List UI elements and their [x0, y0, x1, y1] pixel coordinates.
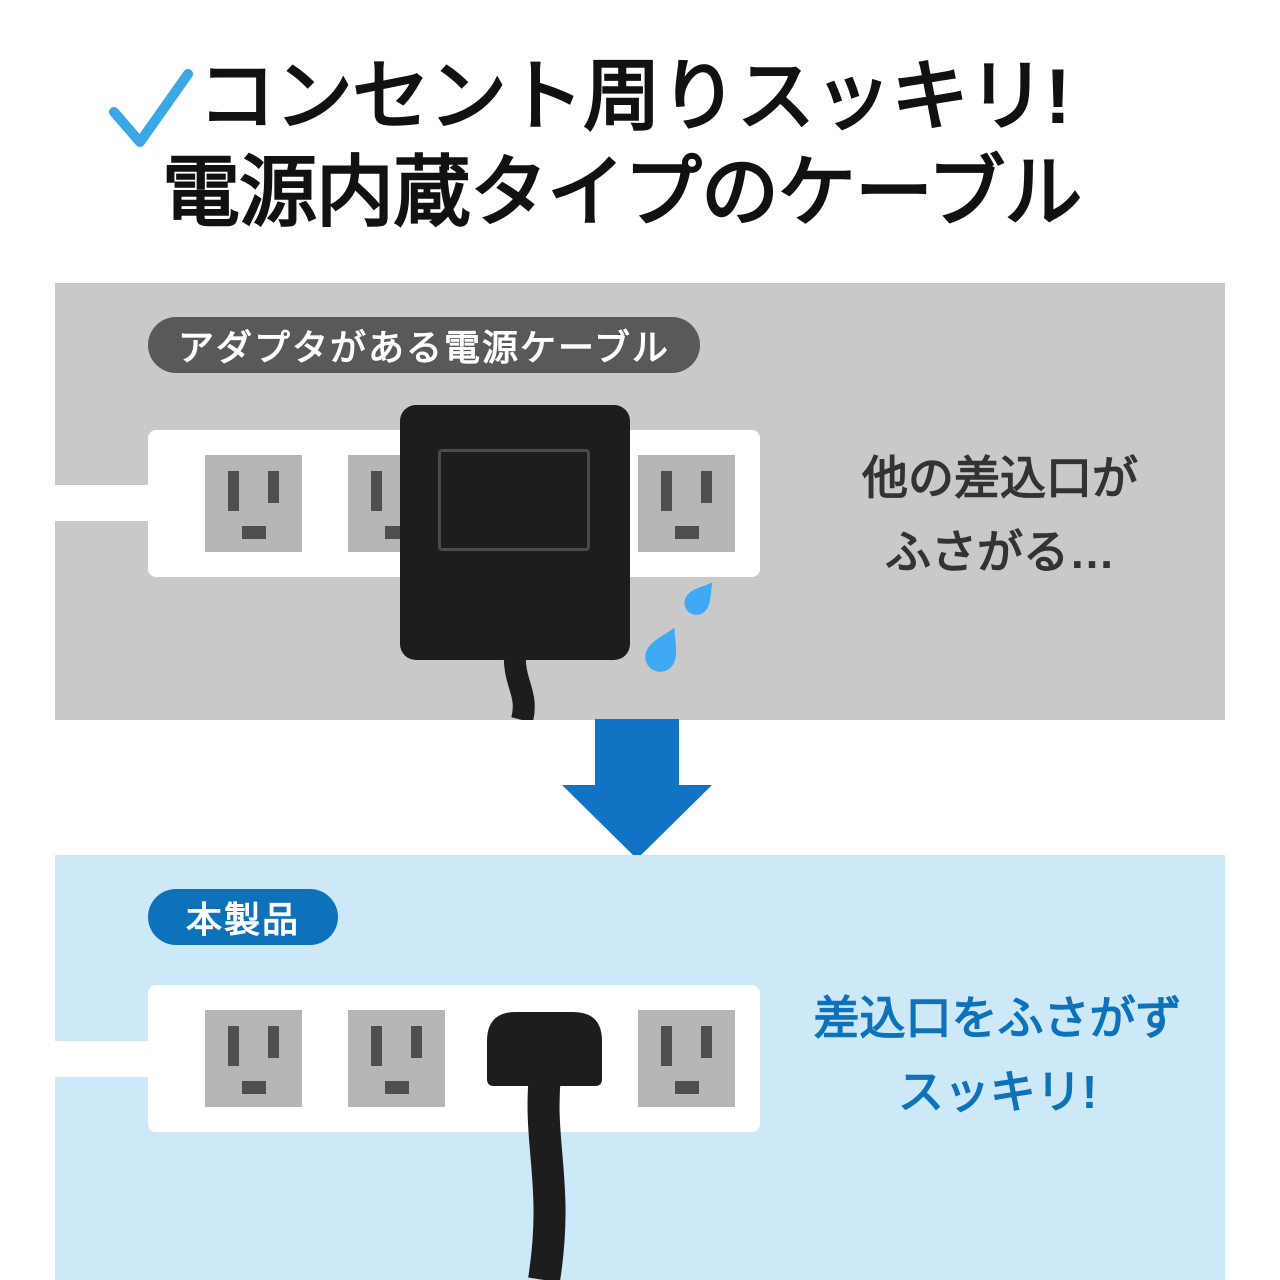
headline-line2: 電源内蔵タイプのケーブル: [162, 148, 1082, 236]
outlet: [638, 455, 735, 552]
ac-adapter: [400, 405, 630, 660]
plug-cable: [527, 1073, 566, 1280]
outlet-slot-right: [268, 1026, 279, 1058]
after-panel: 本製品 差込口をふさがず スッキリ: [55, 855, 1225, 1280]
outlet: [205, 1010, 302, 1107]
adapter-cable-and-drops: [503, 582, 713, 720]
power-plug: [487, 1012, 602, 1086]
outlet-ground-slot: [674, 526, 699, 539]
after-caption: 差込口をふさがず スッキリ!: [770, 981, 1225, 1129]
outlet-slot-right: [701, 1026, 712, 1058]
sweat-drop: [645, 627, 677, 672]
outlet-slot-right: [701, 471, 712, 503]
outlet-ground-slot: [241, 1081, 266, 1094]
power-strip-cord-stub: [55, 485, 149, 521]
outlet-ground-slot: [674, 1081, 699, 1094]
outlet-slot-left: [228, 471, 239, 511]
outlet-slot-left: [661, 471, 672, 511]
after-caption-line2: スッキリ!: [897, 1066, 1098, 1118]
outlet-slot-right: [411, 1026, 422, 1058]
plug-and-cable: [487, 1012, 602, 1280]
outlet-slot-left: [371, 471, 382, 511]
check-icon: [109, 69, 193, 147]
outlet-slot-left: [661, 1026, 672, 1066]
headline-line1: コンセント周りスッキリ!: [198, 52, 1071, 140]
outlet: [205, 455, 302, 552]
outlet-ground-slot: [241, 526, 266, 539]
outlet-ground-slot: [384, 1081, 409, 1094]
outlet: [348, 1010, 445, 1107]
power-strip-cord-stub: [55, 1041, 149, 1077]
check-stroke: [109, 69, 193, 147]
before-label-badge: アダプタがある電源ケーブル: [148, 317, 700, 373]
sweat-drop: [684, 582, 713, 615]
sweat-drops-icon: [645, 582, 713, 672]
outlet-slot-left: [228, 1026, 239, 1066]
down-arrow-shape: [562, 719, 712, 859]
adapter-cable: [503, 652, 535, 720]
outlet-slot-right: [268, 471, 279, 503]
after-caption-line1: 差込口をふさがず: [813, 992, 1182, 1044]
power-strip-product: [148, 985, 760, 1132]
after-label-badge: 本製品: [148, 889, 339, 945]
before-caption: 他の差込口が ふさがる…: [795, 441, 1205, 589]
ac-adapter-face: [438, 449, 590, 551]
outlet: [638, 1010, 735, 1107]
down-arrow-icon: [562, 719, 712, 859]
outlet-slot-left: [371, 1026, 382, 1066]
before-caption-line1: 他の差込口が: [862, 452, 1138, 504]
before-panel: アダプタがある電源ケーブル: [55, 283, 1225, 720]
before-caption-line2: ふさがる…: [885, 526, 1115, 578]
